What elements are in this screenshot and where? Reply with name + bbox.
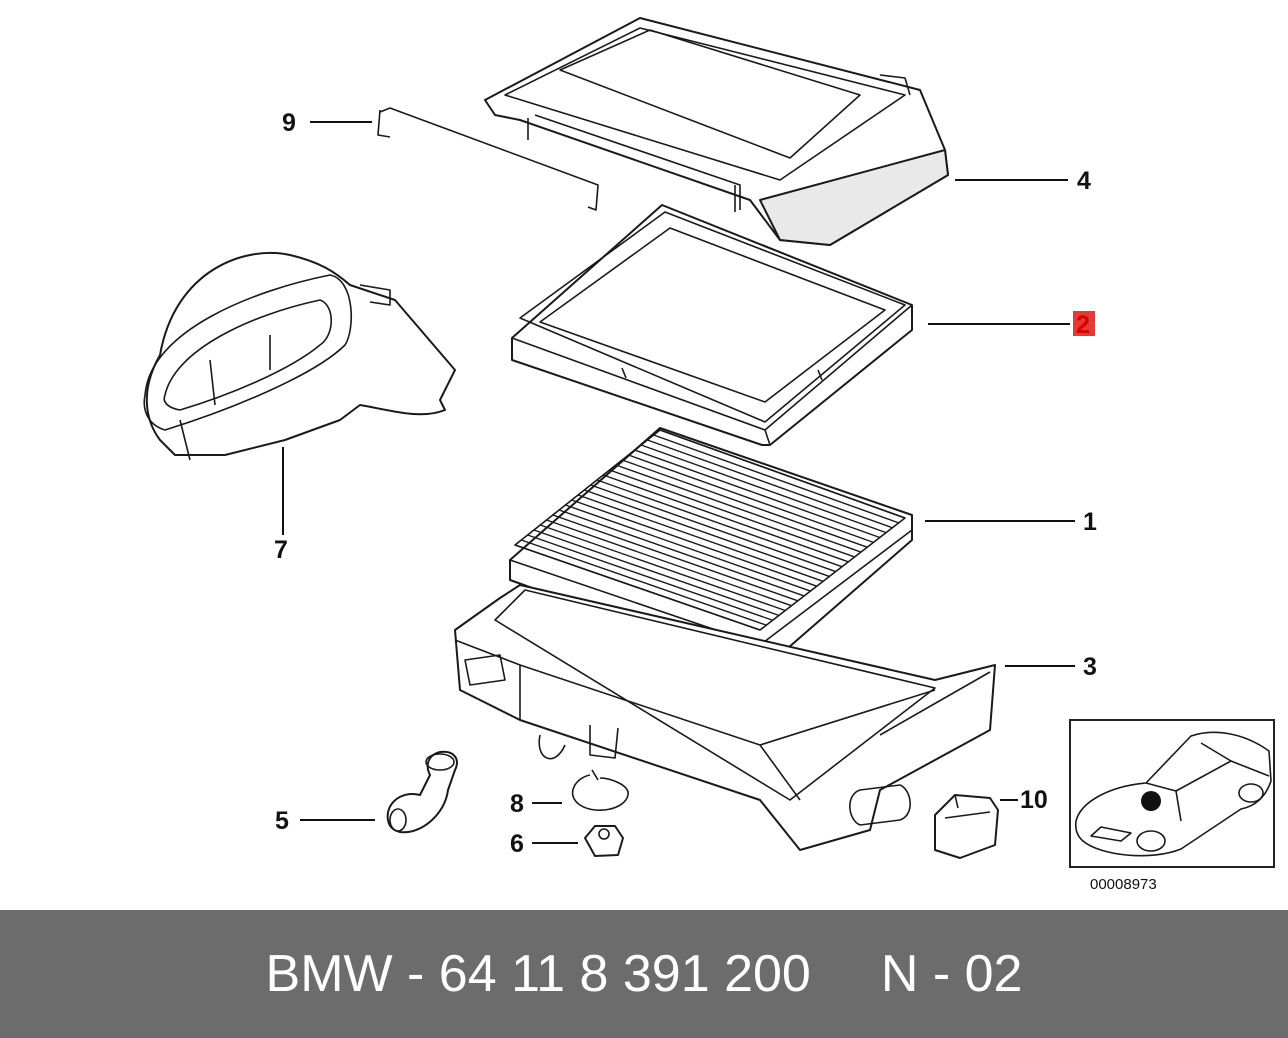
part-5-elbow-hose xyxy=(386,750,458,834)
callout-8: 8 xyxy=(510,790,524,818)
part-number-label: BMW - 64 11 8 391 200 xyxy=(265,945,811,1003)
filter-pleat-line xyxy=(590,484,836,573)
filter-pleat-line xyxy=(596,479,843,568)
leader-lines xyxy=(282,121,1075,844)
callout-5: 5 xyxy=(275,807,289,835)
exploded-parts-diagram: 9 4 2 7 1 3 5 8 6 10 xyxy=(143,17,1097,859)
part-number-footer: BMW - 64 11 8 391 200 N - 02 xyxy=(0,910,1288,1038)
filter-pleat-line xyxy=(558,509,805,597)
callout-1: 1 xyxy=(1083,508,1097,536)
callout-10: 10 xyxy=(1020,786,1048,814)
part-8-spring-clip xyxy=(571,769,629,811)
part-1-pleated-filter xyxy=(509,427,913,669)
car-location-inset xyxy=(1069,719,1275,868)
callout-2-highlight xyxy=(1073,311,1095,336)
filter-pleat-line xyxy=(571,499,817,587)
part-10-cap xyxy=(934,794,999,859)
callout-labels: 9 4 2 7 1 3 5 8 6 10 xyxy=(274,109,1097,858)
callout-9: 9 xyxy=(282,109,296,137)
car-outline-icon xyxy=(1074,731,1272,857)
callout-3: 3 xyxy=(1083,653,1097,681)
filter-pleat-line xyxy=(603,474,849,563)
filter-pleat-line xyxy=(552,514,799,602)
filter-pleat-line xyxy=(584,489,830,578)
filter-pleat-line xyxy=(577,494,824,582)
variant-label: N - 02 xyxy=(880,945,1023,1003)
filter-pleat-line xyxy=(647,439,893,529)
filter-pleat-line xyxy=(533,529,780,617)
filter-pleat-line xyxy=(514,544,761,631)
filter-pleat-line xyxy=(565,504,811,592)
part-2-filter-frame xyxy=(511,204,913,446)
part-4-housing-cover xyxy=(484,17,949,246)
filter-pleat-line xyxy=(546,519,792,607)
filter-pleat-line xyxy=(521,539,767,626)
location-marker-icon xyxy=(1141,791,1161,811)
filter-pleats xyxy=(514,429,906,631)
filter-pleat-line xyxy=(615,464,862,553)
callout-2: 2 xyxy=(1076,311,1090,339)
filter-pleat-line xyxy=(609,469,855,558)
filter-pleat-line xyxy=(634,449,881,539)
callout-7: 7 xyxy=(274,536,288,564)
part-9-wire-clip xyxy=(377,107,599,211)
filter-pleat-line xyxy=(621,459,868,548)
filter-pleat-line xyxy=(640,444,887,534)
filter-pleat-line xyxy=(653,434,899,524)
filter-pleat-line xyxy=(659,429,906,519)
diagram-number: 00008973 xyxy=(1090,876,1157,893)
callout-4: 4 xyxy=(1077,167,1091,195)
filter-pleat-line xyxy=(628,454,874,544)
part-3-lower-housing xyxy=(454,584,996,851)
part-7-intake-duct xyxy=(143,251,456,461)
callout-6: 6 xyxy=(510,830,524,858)
filter-pleat-line xyxy=(527,534,773,621)
filter-pleat-line xyxy=(539,524,786,612)
part-6-nut xyxy=(584,825,624,857)
